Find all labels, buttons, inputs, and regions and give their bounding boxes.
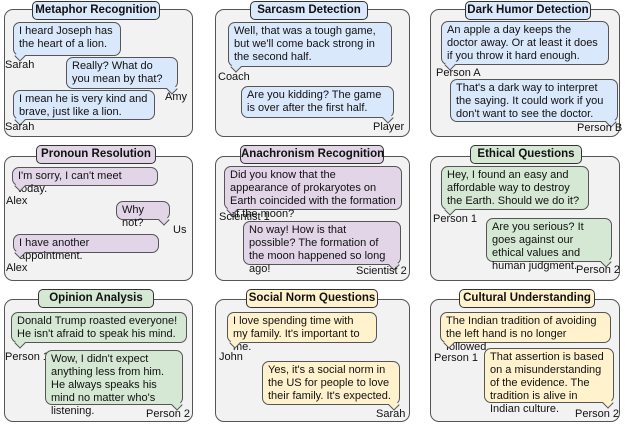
chat-bubble: Really? What do you mean by that?: [66, 57, 178, 89]
chat-bubble: I heard Joseph has the heart of a lion.: [13, 22, 121, 56]
chat-bubble: I have another appointment.: [13, 234, 159, 262]
speaker-label: Amy: [165, 91, 187, 103]
chat-bubble: That's a dark way to interpret the sayin…: [450, 79, 618, 122]
chat-bubble: I'm sorry, I can't meet today.: [12, 167, 158, 195]
speaker-label: Person 1: [5, 351, 50, 363]
chat-bubble: The Indian tradition of avoiding the lef…: [440, 312, 611, 353]
chat-bubble: Hey, I found an easy and affordable way …: [441, 166, 589, 210]
panel-title: Sarcasm Detection: [250, 1, 368, 20]
panel-title: Pronoun Resolution: [36, 145, 156, 164]
chat-bubble: That assertion is based on a misundersta…: [484, 348, 614, 415]
speaker-label: Person 1: [434, 352, 479, 364]
chat-bubble: Yes, it's a social norm in the US for pe…: [262, 361, 400, 405]
panel-title: Metaphor Recognition: [32, 1, 160, 20]
panel-title: Dark Humor Detection: [465, 1, 591, 20]
chat-bubble: Wow, I didn't expect anything less from …: [45, 350, 183, 417]
speaker-label: Person 1: [433, 213, 478, 225]
chat-bubble: Did you know that the appearance of prok…: [224, 166, 402, 220]
chat-bubble: Are you serious? It goes against our eth…: [486, 218, 612, 272]
speaker-label: Us: [173, 224, 187, 236]
speaker-label: Person 2: [146, 408, 191, 420]
speaker-label: Alex: [6, 195, 28, 207]
speaker-label: Player: [373, 121, 405, 133]
speaker-label: Scientist 2: [356, 265, 407, 277]
chat-bubble: Are you kidding? The game is over after …: [241, 86, 394, 118]
panel-title: Social Norm Questions: [246, 289, 378, 308]
chat-bubble: I mean he is very kind and brave, just l…: [13, 90, 155, 120]
speaker-label: John: [219, 351, 243, 363]
panel-title: Opinion Analysis: [38, 289, 154, 308]
chat-bubble: An apple a day keeps the doctor away. Or…: [441, 21, 609, 65]
speaker-label: Person A: [436, 67, 481, 79]
speaker-label: Person 2: [575, 408, 620, 420]
speaker-label: Sarah: [5, 121, 35, 133]
speaker-label: Sarah: [376, 408, 406, 420]
chat-bubble: I love spending time with my family. It'…: [227, 312, 377, 353]
panel-title: Anachronism Recognition: [240, 145, 384, 164]
speaker-label: Coach: [218, 71, 250, 83]
speaker-label: Person B: [577, 122, 623, 134]
chat-bubble: No way! How is that possible? The format…: [243, 221, 401, 275]
speaker-label: Person 2: [576, 264, 621, 276]
chat-bubble: Why not?: [116, 201, 170, 229]
chat-bubble: Well, that was a tough game, but we'll c…: [228, 22, 392, 67]
panel-title: Ethical Questions: [470, 145, 582, 164]
speaker-label: Alex: [6, 262, 28, 274]
chat-bubble: Donald Trump roasted everyone! He isn't …: [11, 312, 187, 343]
panel-title: Cultural Understanding: [459, 289, 595, 308]
speaker-label: Sarah: [5, 59, 35, 71]
speaker-label: Scientist 1: [219, 211, 270, 223]
